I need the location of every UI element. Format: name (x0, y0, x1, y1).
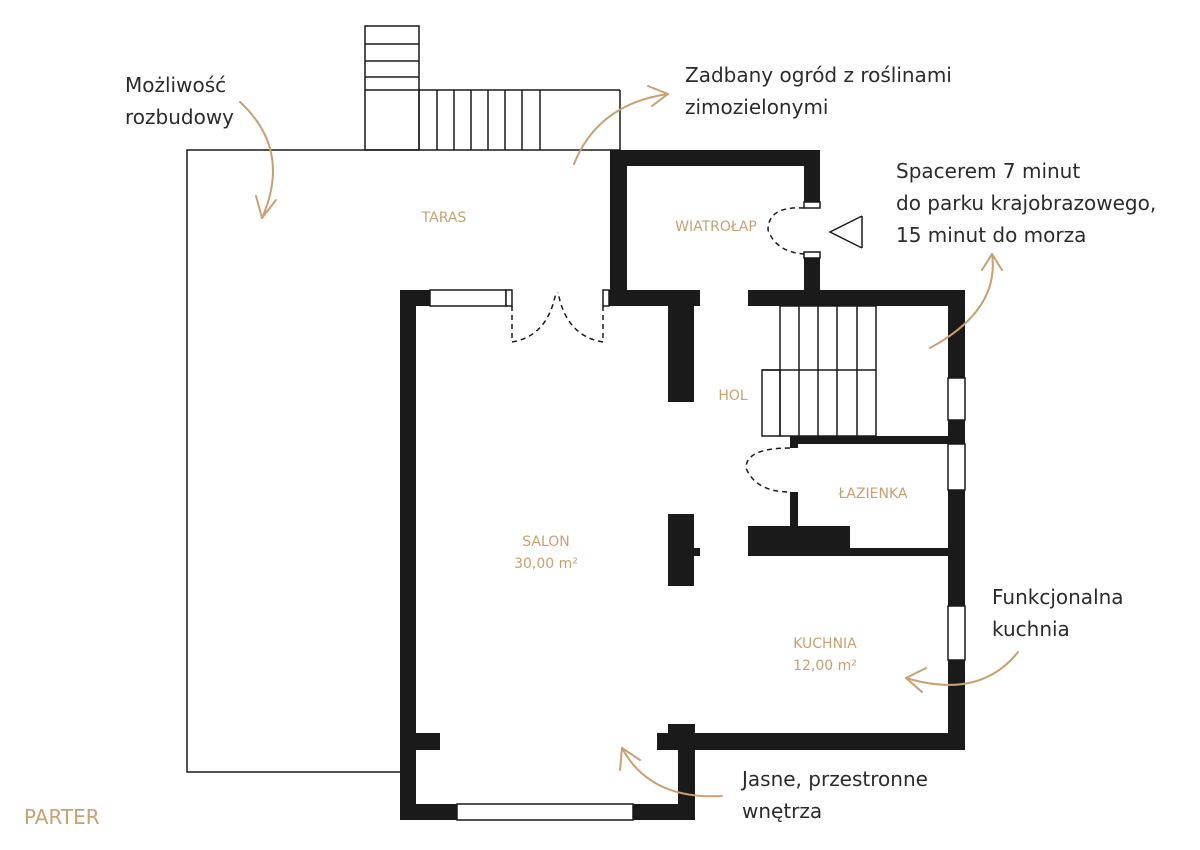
room-label-wiatrolap: WIATROŁAP (675, 219, 757, 235)
note-garden-line-1: Zadbany ogród z roślinami (685, 63, 952, 87)
note-bright-line-2: wnętrza (742, 799, 822, 823)
arrow-bright-icon (619, 747, 723, 798)
doors (511, 207, 805, 493)
walls (400, 150, 965, 820)
arrow-walk-icon (929, 253, 1003, 349)
room-labels: TARAS WIATROŁAP HOL ŁAZIENKA SALON 30,00… (421, 210, 908, 674)
note-garden-line-2: zimozielonymi (685, 95, 828, 119)
room-area-salon: 30,00 m² (514, 556, 578, 572)
room-label-salon: SALON (522, 534, 570, 550)
note-kitchen-line-2: kuchnia (992, 617, 1070, 641)
arrow-expansion-icon (239, 101, 277, 219)
note-walk-line-2: do parku krajobrazowego, (896, 191, 1156, 215)
arrow-garden-icon (573, 85, 669, 165)
garden-stairs (364, 25, 620, 151)
entrance-marker-icon (828, 215, 863, 249)
arrow-kitchen-icon (905, 651, 1019, 693)
windows (429, 201, 966, 821)
note-bright-line-1: Jasne, przestronne (740, 767, 928, 791)
note-walk-line-3: 15 minut do morza (896, 223, 1086, 247)
annotation-arrows (239, 85, 1019, 798)
note-expansion-line-2: rozbudowy (125, 105, 234, 129)
note-kitchen-line-1: Funkcjonalna (992, 585, 1124, 609)
note-expansion-line-1: Możliwość (125, 73, 226, 97)
note-walk-line-1: Spacerem 7 minut (896, 159, 1080, 183)
room-label-lazienka: ŁAZIENKA (838, 486, 908, 502)
floor-level-label: PARTER (24, 805, 100, 829)
interior-stairs (761, 305, 877, 437)
room-area-kuchnia: 12,00 m² (793, 658, 857, 674)
room-label-kuchnia: KUCHNIA (793, 636, 857, 652)
room-label-hol: HOL (718, 388, 748, 404)
room-label-taras: TARAS (421, 210, 467, 226)
annotation-notes: Możliwość rozbudowy Zadbany ogród z rośl… (125, 63, 1156, 823)
